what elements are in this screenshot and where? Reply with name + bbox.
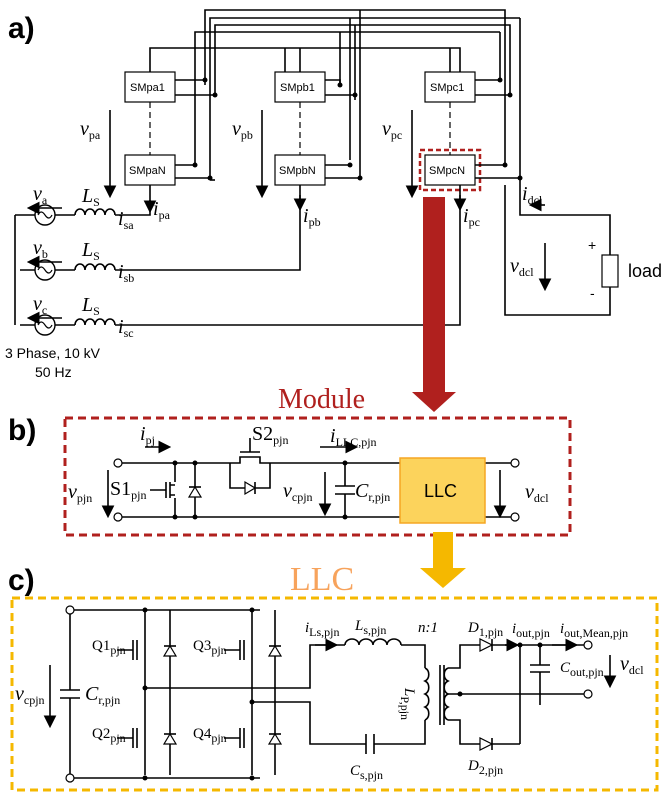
label-ipc: ipc xyxy=(463,205,480,229)
label-cout: Cout,pjn xyxy=(560,660,604,679)
label-vdcl-c: vdcl xyxy=(620,653,644,677)
ac-source-b xyxy=(34,259,56,281)
label-ls-b: LS xyxy=(81,239,100,263)
zoom-arrow-module xyxy=(412,197,456,412)
submodule-pcN xyxy=(424,154,476,186)
load-resistor xyxy=(601,254,619,288)
panel-label-c: c) xyxy=(8,564,35,597)
label-ioutmean: iout,Mean,pjn xyxy=(560,621,628,640)
zoom-arrow-llc xyxy=(420,532,466,588)
llc-circuit xyxy=(43,605,617,783)
label-isa: isa xyxy=(118,208,134,232)
ac-source-c xyxy=(34,314,56,336)
label-ls-c: LS xyxy=(81,294,100,318)
mmc-topology: SMpa1 SMpaN SMpb1 SMpbN SMpc1 SMpcN load xyxy=(5,9,662,380)
llc-frame xyxy=(10,596,659,792)
label-cr-c: Cr,pjn xyxy=(85,683,120,707)
label-isc: isc xyxy=(118,316,134,340)
label-vcpjn-c: vcpjn xyxy=(15,683,45,707)
label-s1: S1pjn xyxy=(110,478,146,502)
label-vc: vc xyxy=(33,293,47,317)
submodule-pcN-label: SMpcN xyxy=(429,165,465,177)
label-ipj: ipj xyxy=(140,423,155,447)
submodule-pb1-label: SMpb1 xyxy=(280,82,315,94)
label-cr-b: Cr,pjn xyxy=(355,480,390,504)
label-vdcl-b: vdcl xyxy=(525,481,549,505)
label-q4: Q4pjn xyxy=(193,726,227,745)
inductor-c xyxy=(74,315,116,327)
label-ils: iLs,pjn xyxy=(305,620,340,639)
label-d1: D1,pjn xyxy=(467,620,503,639)
label-idcl: idcl xyxy=(522,183,543,207)
submodule-pa1-label: SMpa1 xyxy=(130,82,165,94)
label-q1: Q1pjn xyxy=(92,638,126,657)
inductor-b xyxy=(74,260,116,272)
label-ratio: n:1 xyxy=(418,620,438,636)
label-q2: Q2pjn xyxy=(92,726,126,745)
label-vpjn: vpjn xyxy=(68,481,92,505)
label-d2: D2,pjn xyxy=(467,758,503,777)
load-label: load xyxy=(628,261,662,281)
label-vcpjn-b: vcpjn xyxy=(283,480,313,504)
label-vdcl-a: vdcl xyxy=(510,255,534,279)
submodule-paN xyxy=(124,154,176,186)
submodule-pbN xyxy=(274,154,326,186)
module-circuit xyxy=(101,438,520,522)
module-frame xyxy=(63,416,572,537)
label-vb: vb xyxy=(33,237,48,261)
label-q3: Q3pjn xyxy=(193,638,227,657)
module-title: Module xyxy=(278,384,365,415)
label-iout: iout,pjn xyxy=(512,621,550,640)
label-vpb: vpb xyxy=(232,118,253,142)
label-lp: LP,pjn xyxy=(398,687,417,720)
label-s2: S2pjn xyxy=(252,423,288,447)
ac-source-a xyxy=(34,204,56,226)
source-caption-line2: 50 Hz xyxy=(35,364,72,380)
label-isb: isb xyxy=(118,261,134,285)
label-ls-a: LS xyxy=(81,185,100,209)
label-va: va xyxy=(33,183,48,207)
label-cs: Cs,pjn xyxy=(350,763,383,782)
source-caption-line1: 3 Phase, 10 kV xyxy=(5,345,101,361)
minus-sign: - xyxy=(590,285,595,301)
submodule-pa1 xyxy=(124,71,176,103)
llc-title: LLC xyxy=(290,561,354,598)
plus-sign: + xyxy=(588,237,596,253)
panel-label-a: a) xyxy=(8,12,35,45)
label-ipa: ipa xyxy=(153,198,171,222)
submodule-paN-label: SMpaN xyxy=(129,165,166,177)
highlight-submodule xyxy=(418,148,482,192)
llc-block-label: LLC xyxy=(424,481,457,501)
llc-block xyxy=(399,457,486,524)
label-illc: iLLC,pjn xyxy=(330,425,377,449)
submodule-pc1-label: SMpc1 xyxy=(430,82,464,94)
label-ipb: ipb xyxy=(303,205,321,229)
submodule-pbN-label: SMpbN xyxy=(279,165,316,177)
panel-label-b: b) xyxy=(8,414,36,447)
label-vpa: vpa xyxy=(80,118,101,142)
label-vpc: vpc xyxy=(382,118,402,142)
inductor-a xyxy=(74,205,116,217)
label-ls: Ls,pjn xyxy=(354,618,386,637)
